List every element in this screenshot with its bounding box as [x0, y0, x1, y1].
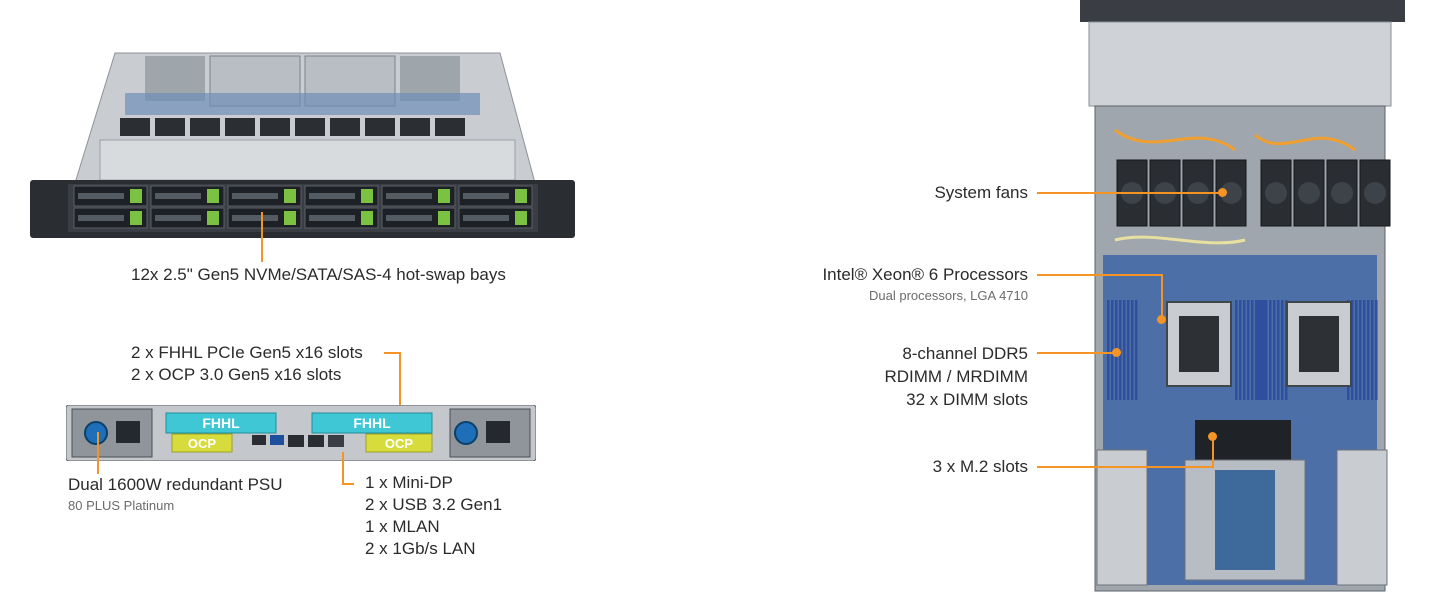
- drive-bay: [304, 185, 379, 207]
- drive-bay: [381, 185, 456, 207]
- cpu-callout-v: [1161, 274, 1163, 320]
- dimm-slot: [1123, 300, 1126, 400]
- io-callout-v: [342, 452, 344, 485]
- psu-callout-line: [97, 432, 99, 474]
- drive-bay: [304, 207, 379, 229]
- m2-callout-h: [1037, 466, 1214, 468]
- dimm-slot: [1131, 300, 1134, 400]
- dimm-slot: [1265, 300, 1268, 400]
- m2-label: 3 x M.2 slots: [932, 457, 1028, 476]
- psu-label: Dual 1600W redundant PSU: [68, 475, 283, 494]
- fans-label: System fans: [934, 183, 1028, 202]
- dimm-slot: [1251, 300, 1254, 400]
- drive-bay: [73, 185, 148, 207]
- drive-bay: [381, 207, 456, 229]
- dimm-slot: [1127, 300, 1130, 400]
- mem-label-line2: RDIMM / MRDIMM: [884, 367, 1028, 386]
- dimm-slot: [1273, 300, 1276, 400]
- slot-fhhl-right: FHHL: [353, 415, 391, 431]
- dimm-slot: [1247, 300, 1250, 400]
- pcie-callout-v: [399, 352, 401, 410]
- dimm-slot: [1107, 300, 1110, 400]
- fan: [1293, 159, 1325, 227]
- fan: [1326, 159, 1358, 227]
- fans-callout-line: [1037, 192, 1223, 194]
- dimm-slot: [1355, 300, 1358, 400]
- dimm-slot: [1281, 300, 1284, 400]
- dimm-slot: [1255, 300, 1258, 400]
- cpu-callout-h: [1037, 274, 1163, 276]
- dimm-slot: [1351, 300, 1354, 400]
- fans-callout-dot: [1218, 188, 1227, 197]
- io-label-line2: 2 x USB 3.2 Gen1: [365, 495, 503, 514]
- io-label-line3: 1 x MLAN: [365, 517, 440, 536]
- dimm-slot: [1363, 300, 1366, 400]
- dimm-slot: [1367, 300, 1370, 400]
- cpu-callout-dot: [1157, 315, 1166, 324]
- mem-label-line1: 8-channel DDR5: [902, 344, 1028, 363]
- drive-bay: [73, 207, 148, 229]
- drive-bay: [150, 207, 225, 229]
- slot-ocp-right: OCP: [385, 436, 414, 451]
- io-callout-h: [342, 483, 354, 485]
- mem-callout-line: [1037, 352, 1117, 354]
- io-label-line4: 2 x 1Gb/s LAN: [365, 539, 476, 558]
- dimm-slot: [1375, 300, 1378, 400]
- psu-sublabel: 80 PLUS Platinum: [68, 498, 175, 513]
- cpu-sublabel: Dual processors, LGA 4710: [869, 288, 1028, 303]
- drive-bay: [227, 185, 302, 207]
- drive-bay: [150, 185, 225, 207]
- m2-callout-v: [1212, 436, 1214, 468]
- mem-label-line3: 32 x DIMM slots: [906, 390, 1028, 409]
- pcie-label-line2: 2 x OCP 3.0 Gen5 x16 slots: [131, 365, 342, 384]
- fan: [1359, 159, 1391, 227]
- m2-callout-dot: [1208, 432, 1217, 441]
- dimm-slot: [1371, 300, 1374, 400]
- dimm-slot: [1263, 300, 1266, 400]
- mem-callout-dot: [1112, 348, 1121, 357]
- drive-bay: [458, 207, 533, 229]
- dimm-slot: [1235, 300, 1238, 400]
- pcie-callout-h: [384, 352, 401, 354]
- fan: [1260, 159, 1292, 227]
- cpu-label: Intel® Xeon® 6 Processors: [822, 265, 1028, 284]
- top-view-image: [1080, 0, 1405, 592]
- io-label-line1: 1 x Mini-DP: [365, 473, 453, 492]
- bays-callout-line: [261, 212, 263, 262]
- slot-ocp-left: OCP: [188, 436, 217, 451]
- slot-fhhl-left: FHHL: [202, 415, 240, 431]
- dimm-slot: [1239, 300, 1242, 400]
- dimm-slot: [1261, 300, 1264, 400]
- front-view-image: [30, 52, 575, 238]
- dimm-slot: [1359, 300, 1362, 400]
- dimm-slot: [1135, 300, 1138, 400]
- dimm-slot: [1277, 300, 1280, 400]
- dimm-slot: [1257, 300, 1260, 400]
- dimm-slot: [1243, 300, 1246, 400]
- drive-bay: [227, 207, 302, 229]
- bays-label: 12x 2.5" Gen5 NVMe/SATA/SAS-4 hot-swap b…: [131, 265, 506, 284]
- pcie-label-line1: 2 x FHHL PCIe Gen5 x16 slots: [131, 343, 363, 362]
- rear-view-image: FHHL FHHL OCP OCP: [66, 405, 536, 461]
- dimm-slot: [1259, 300, 1262, 400]
- dimm-slot: [1269, 300, 1272, 400]
- drive-bay: [458, 185, 533, 207]
